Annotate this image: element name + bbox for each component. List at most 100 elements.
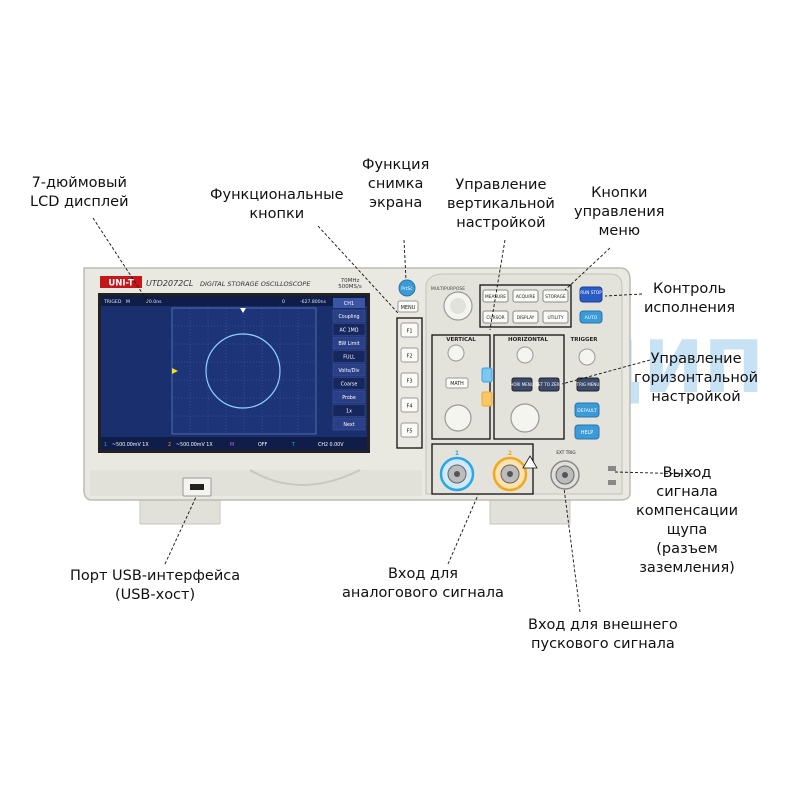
cursor-button[interactable]: [482, 310, 509, 324]
prtsc-button[interactable]: [398, 279, 416, 297]
warning-triangle-icon: [522, 455, 538, 469]
bottom-status-item: 1: [104, 442, 107, 448]
top-status-item: M: [126, 299, 130, 305]
storage-button[interactable]: [542, 289, 569, 303]
horizontal-title: HORIZONTAL: [508, 337, 548, 343]
utility-label: UTILITY: [548, 315, 564, 321]
f-key-button[interactable]: [400, 322, 419, 338]
menu-item-bg: [332, 417, 366, 431]
ch2-input-label: 2: [508, 450, 512, 457]
hori-menu-button[interactable]: [511, 377, 533, 392]
menu-item: Coupling: [338, 314, 359, 320]
screen-bottom-bar: [101, 437, 367, 450]
math-label: MATH: [450, 381, 464, 387]
callout-menu-buttons: Кнопки управления меню: [574, 185, 665, 239]
scope-grid: [172, 308, 316, 434]
ch2-bnc-pin: [507, 471, 513, 477]
leader-lcd: [92, 217, 151, 306]
display-button[interactable]: [512, 310, 539, 324]
volts-div-knob[interactable]: [444, 404, 472, 432]
spec-bandwidth: 70MHz: [341, 278, 360, 284]
menu-label: MENU: [401, 305, 416, 311]
menu-item-bg: [332, 323, 366, 336]
trig-menu-button[interactable]: [576, 377, 600, 392]
leader-run: [604, 293, 643, 297]
f-key-button[interactable]: [400, 397, 419, 413]
horizontal-section-highlight: [493, 334, 565, 440]
run-stop-label: RUN STOP: [580, 290, 602, 295]
f-key-button[interactable]: [400, 372, 419, 388]
top-status-item: 20.0ns: [146, 299, 162, 305]
f-key-button[interactable]: [400, 422, 419, 438]
brand-logo: UNI-T: [108, 279, 133, 289]
leader-usb: [164, 496, 197, 565]
menu-item-bg: [332, 390, 366, 404]
body-wave-detail: [249, 469, 361, 486]
bottom-status-item: ~500.00mV 1X: [176, 442, 213, 448]
horizontal-position-knob[interactable]: [516, 346, 534, 364]
auto-button[interactable]: [579, 310, 603, 324]
f-key-button[interactable]: [400, 347, 419, 363]
ch1-input-label: 1: [455, 450, 459, 457]
screen-status-bar: [101, 296, 367, 306]
multipurpose-label: MULTIPURPOSE: [431, 286, 465, 292]
usb-port[interactable]: [190, 484, 204, 490]
device-subtitle: DIGITAL STORAGE OSCILLOSCOPE: [200, 280, 311, 288]
f-key-label: F5: [406, 429, 412, 435]
vertical-title: VERTICAL: [446, 337, 476, 343]
position-marker: [240, 308, 246, 313]
acquire-label: ACQUIRE: [516, 294, 536, 300]
menu-item: Probe: [342, 395, 356, 401]
multipurpose-knob-center: [450, 298, 466, 314]
acquire-button[interactable]: [512, 289, 539, 303]
default-button[interactable]: [574, 402, 600, 418]
menu-item-bg: [332, 309, 366, 323]
callout-lcd-display: 7-дюймовый LCD дисплей: [30, 175, 129, 210]
leader-screenshot: [403, 239, 407, 281]
trigger-title: TRIGGER: [570, 337, 598, 343]
math-button[interactable]: [445, 377, 469, 389]
top-status-item: -627.800ns: [300, 299, 327, 305]
vertical-position-knob[interactable]: [447, 344, 465, 362]
help-label: HELP: [581, 430, 593, 436]
run-stop-button[interactable]: [579, 286, 603, 303]
probe-comp-terminal-top[interactable]: [608, 466, 616, 471]
top-status-item: TRIGED: [103, 299, 122, 305]
f-key-label: F4: [406, 404, 412, 410]
menu-item-bg: [332, 363, 366, 377]
bottom-status-item: M: [230, 442, 234, 448]
leader-vertical: [489, 239, 506, 331]
ext-trig-bnc-pin: [562, 472, 568, 478]
menu-item: Coarse: [341, 382, 358, 388]
hori-menu-label: HORI MENU: [510, 382, 533, 387]
display-label: DISPLAY: [517, 315, 535, 321]
leader-horizontal: [561, 359, 651, 385]
spec-samplerate: 500MS/s: [338, 284, 362, 290]
set-to-zero-button[interactable]: [538, 377, 560, 392]
menu-button[interactable]: [397, 300, 419, 313]
bottom-status-item: T: [291, 442, 295, 448]
ext-trig-label: EXT TRIG: [556, 450, 575, 455]
storage-label: STORAGE: [545, 294, 566, 300]
menu-item-bg: [332, 404, 366, 417]
callout-vertical-control: Управление вертикальной настройкой: [447, 177, 555, 231]
analog-inputs-highlight: [431, 443, 534, 495]
callout-run-control: Контроль исполнения: [644, 281, 736, 316]
ch2-selector[interactable]: [481, 391, 493, 407]
trigger-level-knob[interactable]: [578, 348, 596, 366]
callout-horizontal-control: Управление горизонтальной настройкой: [634, 351, 759, 405]
sec-div-knob[interactable]: [510, 403, 540, 433]
bottom-status-item: ~500.00mV 1X: [112, 442, 149, 448]
f-key-label: F2: [406, 354, 412, 360]
bottom-status-item: OFF: [258, 442, 268, 448]
utility-button[interactable]: [542, 310, 569, 324]
ch1-selector[interactable]: [481, 367, 493, 383]
help-button[interactable]: [574, 424, 600, 440]
callout-analog-input: Вход для аналогового сигнала: [342, 566, 504, 601]
probe-comp-terminal-bottom[interactable]: [608, 480, 616, 485]
